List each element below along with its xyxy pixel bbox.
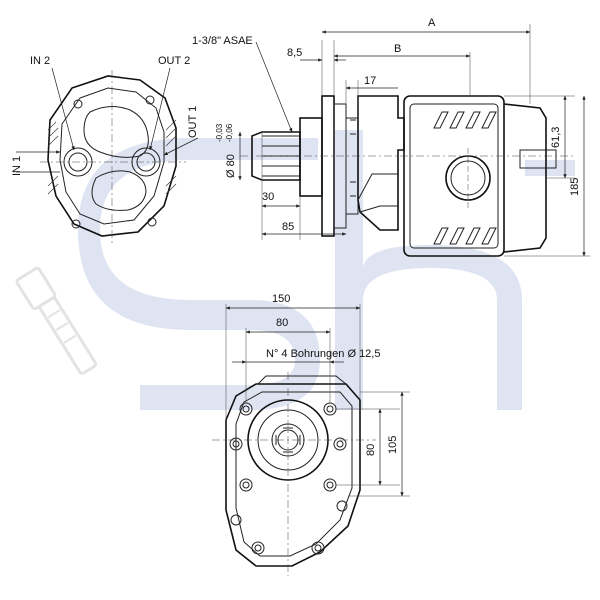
dim-b: B xyxy=(394,43,401,55)
vent-slots-upper xyxy=(433,111,497,129)
watermark-logo xyxy=(15,130,575,410)
dim-150: 150 xyxy=(272,293,290,305)
dim-185: 185 xyxy=(569,178,581,196)
dim-85: 85 xyxy=(282,221,294,233)
shaft-tol-upper: -0,03 xyxy=(215,123,224,142)
port-view: IN 2 OUT 2 OUT 1 IN 1 xyxy=(11,55,199,244)
hatching xyxy=(47,119,177,195)
dim-a: A xyxy=(428,17,436,29)
vent-slots-lower xyxy=(433,227,497,245)
dim-61-3: 61,3 xyxy=(550,127,562,148)
dim-80-vertical: 80 xyxy=(365,444,377,456)
shaft-diameter: Ø 80 xyxy=(225,154,237,178)
wrench-icon xyxy=(15,266,98,375)
label-in1: IN 1 xyxy=(11,156,23,176)
dim-105: 105 xyxy=(387,436,399,454)
dim-17: 17 xyxy=(364,75,376,87)
label-in2: IN 2 xyxy=(30,55,50,67)
label-out2: OUT 2 xyxy=(158,55,190,67)
holes-note: N° 4 Bohrungen Ø 12,5 xyxy=(266,348,380,360)
label-out1: OUT 1 xyxy=(187,106,199,138)
shaft-spline-label: 1-3/8" ASAE xyxy=(192,35,253,47)
side-view: A B 8,5 17 30 85 61,3 185 1-3/8" ASAE Ø … xyxy=(192,17,590,257)
shaft-tol-lower: -0,06 xyxy=(225,123,234,142)
dim-30: 30 xyxy=(262,191,274,203)
dim-80-horizontal: 80 xyxy=(276,317,288,329)
front-view: 150 80 N° 4 Bohrungen Ø 12,5 80 105 xyxy=(212,293,410,576)
dim-8-5: 8,5 xyxy=(287,47,302,59)
